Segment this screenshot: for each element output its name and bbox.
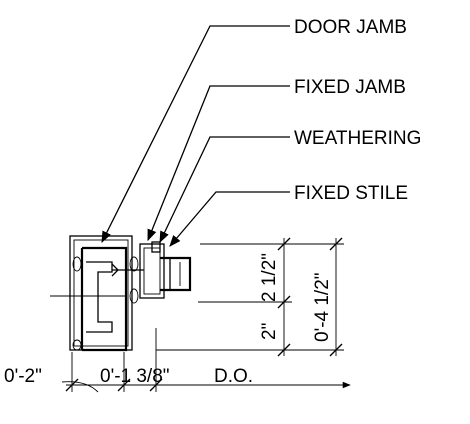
tick-outer-bottom (329, 343, 343, 357)
wall-frame-inner (73, 239, 129, 347)
tick-inner-bottom (277, 343, 291, 357)
door-jamb-channel (86, 261, 113, 333)
tick-h-jamb-left (117, 378, 131, 392)
weathering-strip (151, 241, 161, 253)
dim-depth-upper: 2 1/2" (259, 253, 280, 302)
dim-jamb-width: 0'-1 3/8" (100, 366, 170, 387)
tick-inner-mid (277, 295, 291, 309)
dim-depth-lower: 2" (259, 323, 280, 340)
dim-left-offset: 0'-2" (4, 366, 42, 387)
door-jamb-label: DOOR JAMB (294, 17, 407, 38)
tick-inner-top (277, 237, 291, 251)
weathering-leader (159, 136, 290, 244)
wall-frame (69, 235, 133, 351)
anchor-top-right (129, 256, 139, 272)
fixed-stile-label: FIXED STILE (294, 183, 408, 204)
section-detail (50, 235, 192, 352)
tick-h-left (65, 378, 79, 392)
fixed-jamb-leader (147, 85, 290, 242)
dim-door-opening: D.O. (214, 366, 253, 387)
fixed-stile-leader (169, 191, 290, 247)
tick-h-jamb-right (149, 378, 163, 392)
door-jamb-profile (80, 246, 128, 352)
fixed-stile-profile (160, 256, 192, 292)
dim-depth-total: 0'-4 1/2" (312, 272, 333, 342)
dim-left-leader (61, 381, 99, 393)
weathering-label: WEATHERING (294, 128, 421, 149)
callout-leaders (101, 25, 290, 247)
fixed-jamb-label: FIXED JAMB (294, 77, 406, 98)
tick-outer-top (329, 237, 343, 251)
door-jamb-leader (101, 25, 290, 244)
vertical-dimensions (277, 237, 343, 357)
anchor-mid-right (129, 288, 139, 304)
fixed-jamb-inner (143, 247, 161, 295)
horizontal-dimensions (61, 378, 351, 393)
fastener-head (111, 263, 119, 277)
